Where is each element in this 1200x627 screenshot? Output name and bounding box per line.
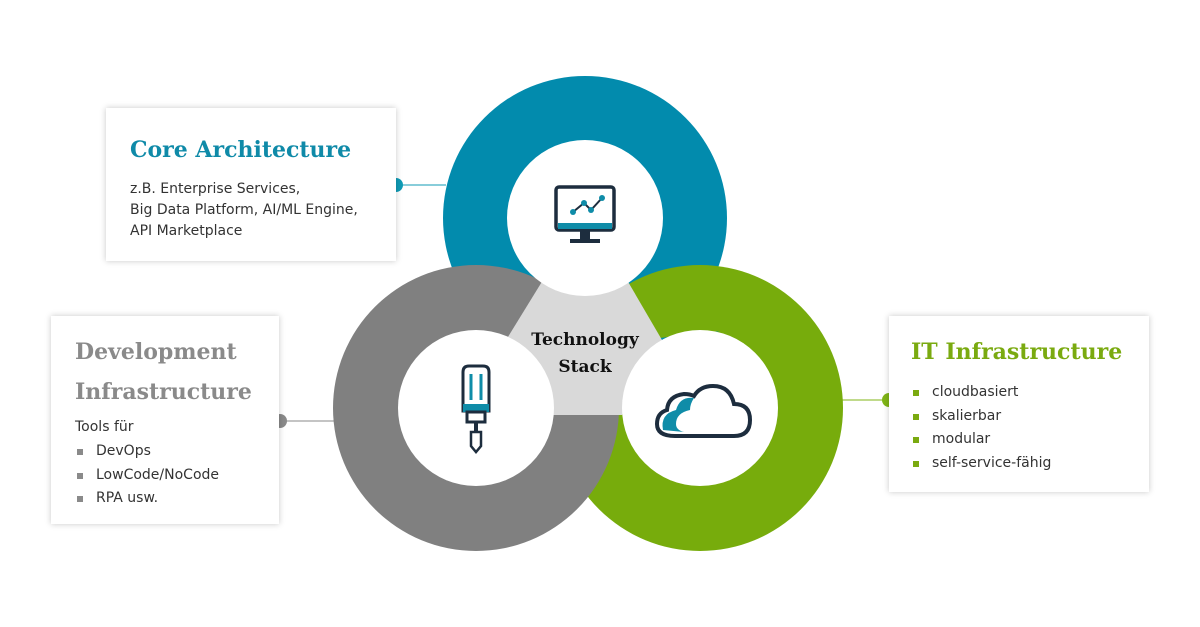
list-item: skalierbar (911, 405, 1149, 429)
core-architecture-card: Core Architecture z.B. Enterprise Servic… (106, 108, 396, 261)
monitor-chart-icon (554, 185, 616, 243)
development-infrastructure-card: Development Infrastructure Tools für Dev… (51, 316, 279, 524)
hub-label-line-1: Technology (531, 330, 640, 350)
core-architecture-line-2: Big Data Platform, AI/ML Engine, (130, 202, 358, 218)
list-item: self-service-fähig (911, 452, 1149, 476)
development-infrastructure-title-line-1: Development (75, 339, 237, 365)
core-inner-circle (507, 140, 663, 296)
list-item: cloudbasiert (911, 381, 1149, 405)
list-item: DevOps (75, 440, 279, 464)
it-infrastructure-title: IT Infrastructure (911, 339, 1123, 365)
development-infrastructure-intro: Tools für (75, 419, 134, 435)
development-infrastructure-list: DevOps LowCode/NoCode RPA usw. (75, 440, 279, 511)
it-infrastructure-list: cloudbasiert skalierbar modular self-ser… (911, 381, 1149, 475)
development-infrastructure-title-line-2: Infrastructure (75, 379, 252, 405)
hub-label-line-2: Stack (558, 357, 612, 377)
core-architecture-title: Core Architecture (130, 137, 352, 163)
screwdriver-icon (461, 364, 491, 454)
list-item: RPA usw. (75, 487, 279, 511)
list-item: modular (911, 428, 1149, 452)
list-item: LowCode/NoCode (75, 464, 279, 488)
core-architecture-line-1: z.B. Enterprise Services, (130, 181, 301, 197)
core-architecture-line-3: API Marketplace (130, 223, 243, 239)
it-infrastructure-card: IT Infrastructure cloudbasiert skalierba… (889, 316, 1149, 492)
cloud-icon (654, 383, 753, 438)
